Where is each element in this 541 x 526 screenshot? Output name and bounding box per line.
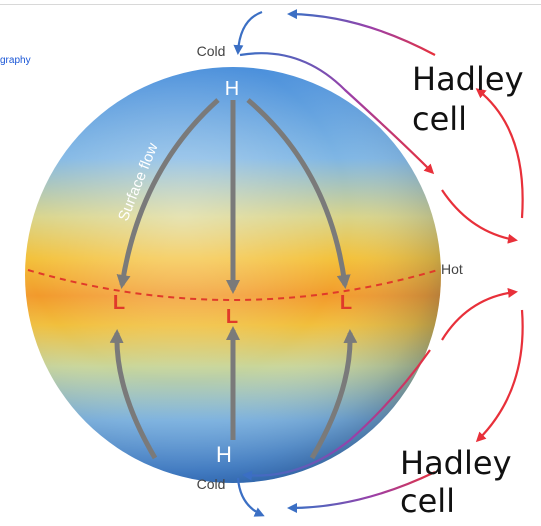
low-pressure-right: L <box>340 292 352 314</box>
truncated-link[interactable]: graphy <box>0 55 31 66</box>
equator-line <box>27 269 439 301</box>
cold-label-top: Cold <box>197 43 226 59</box>
hadley-cell-top-arrows <box>233 9 524 244</box>
top-divider <box>0 4 541 5</box>
hadley-cell-top-label-line1: Hadley <box>412 60 524 98</box>
hadley-cell-bottom-label-line2: cell <box>400 482 455 520</box>
hot-label: Hot <box>441 261 463 277</box>
low-pressure-left: L <box>113 292 125 314</box>
cold-label-bottom: Cold <box>197 476 226 492</box>
hadley-cell-top-label-line2: cell <box>412 100 467 138</box>
high-pressure-top: H <box>225 78 239 100</box>
high-pressure-bottom: H <box>216 442 232 467</box>
hadley-cell-bottom-arrows <box>236 287 524 517</box>
low-pressure-center: L <box>226 306 238 328</box>
surface-flow-arrows <box>109 98 358 460</box>
hadley-cell-bottom-label-line1: Hadley <box>400 444 512 482</box>
